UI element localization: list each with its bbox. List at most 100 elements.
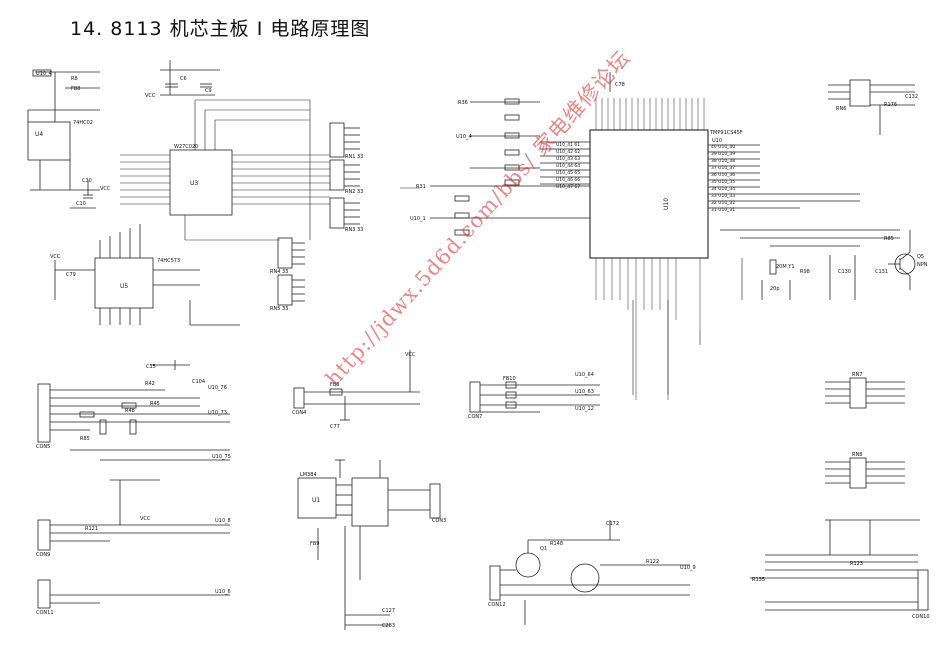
c79-label: C79 bbox=[66, 272, 76, 278]
resnet-group-top: RN1 33 RN2 33 RN3 33 RN4 33 RN5 33 bbox=[270, 122, 363, 312]
r176-label: R176 bbox=[884, 102, 897, 108]
r123-label: R123 bbox=[850, 561, 863, 567]
u10-block: TMP91CS45F U10 U10 bbox=[410, 72, 860, 400]
vcc-label-5: VCC bbox=[405, 352, 416, 358]
u10-body-ref: U10 bbox=[663, 198, 670, 210]
vcc-label-4: VCC bbox=[140, 516, 151, 522]
u10-8-label: U10_8 bbox=[215, 518, 231, 524]
vcc-label-1: VCC bbox=[100, 186, 111, 192]
vcc-label-3: VCC bbox=[50, 254, 61, 260]
c9-label: C9 bbox=[205, 88, 212, 94]
u10-pin: 38 U10_38 bbox=[711, 158, 735, 164]
r42-label: R42 bbox=[145, 381, 155, 387]
u10-pin: U10_42 62 bbox=[556, 149, 580, 155]
u10-pin: 35 U10_35 bbox=[711, 179, 735, 185]
u1-part: LM384 bbox=[300, 472, 317, 478]
r31-net: R31 bbox=[416, 184, 426, 190]
page-title: 14. 8113 机芯主板 I 电路原理图 bbox=[70, 18, 371, 40]
u10-75-label: U10_75 bbox=[212, 454, 231, 460]
u4-part: 74HC02 bbox=[73, 120, 93, 126]
u1-block: U1 LM384 CON3 C127 C283 FB9 bbox=[297, 459, 446, 630]
r148-label: R148 bbox=[550, 541, 563, 547]
u1-ref: U1 bbox=[312, 497, 320, 504]
u3-ref: U3 bbox=[190, 180, 198, 187]
u3-block: W27C020 U3 C6 C9 VCC bbox=[120, 60, 330, 241]
u10-12-label: U10_12 bbox=[575, 406, 594, 412]
u10-right-pins: 40 U10_40 39 U10_39 38 U10_38 37 U10_37 … bbox=[708, 144, 860, 213]
con10-label: CON10 bbox=[912, 614, 930, 620]
u10-pin: 31 U10_31 bbox=[711, 207, 735, 213]
q1-label: Q1 bbox=[540, 546, 547, 552]
con12-label: CON12 bbox=[488, 602, 506, 608]
c130-label: C130 bbox=[838, 269, 851, 275]
u10-63-label: U10_63 bbox=[575, 389, 594, 395]
c6-label: C6 bbox=[180, 76, 187, 82]
rn7-label: RN7 bbox=[852, 372, 862, 378]
fb10-label: FB10 bbox=[503, 376, 516, 382]
crystal-label: 20M Y1 bbox=[776, 264, 795, 270]
con3-label: CON3 bbox=[432, 518, 446, 524]
u10-pin: 36 U10_36 bbox=[711, 172, 735, 178]
r48-label: R48 bbox=[125, 408, 135, 414]
vcc-label-2: VCC bbox=[145, 93, 156, 99]
fb6-label: FB6 bbox=[330, 382, 340, 388]
rn6-block: RN6 R176 C132 bbox=[828, 79, 918, 135]
u10-pin: U10_46 66 bbox=[556, 177, 580, 183]
rn1-label: RN1 33 bbox=[345, 154, 363, 160]
u10-pin: U10_44 64 bbox=[556, 163, 580, 169]
con7-block: CON7 FB10 U10_64 U10_63 U10_12 bbox=[468, 372, 600, 420]
r85-right-label: R85 bbox=[884, 236, 894, 242]
rn7-rn8-block: RN7 RN8 bbox=[825, 372, 905, 489]
c15-label: C15 bbox=[146, 364, 156, 370]
u10-part: TMP91CS45F bbox=[709, 130, 743, 136]
con9-label: CON9 bbox=[36, 552, 50, 558]
u10-4-net: U10_4 bbox=[36, 71, 52, 77]
c283-label: C283 bbox=[382, 623, 395, 629]
con4-label: CON4 bbox=[292, 410, 306, 416]
con5-block: CON5 C15 R42 R45 R48 R85 C104 U10_76 U10… bbox=[36, 360, 231, 461]
c30-label: C30 bbox=[82, 178, 92, 184]
u10-73-label: U10_73 bbox=[208, 410, 227, 416]
crystal-q5-block: 20M Y1 20p R98 C130 C131 Q5 NPN R85 bbox=[720, 229, 928, 300]
fb8-label: FB8 bbox=[71, 86, 81, 92]
u10-pin: 40 U10_40 bbox=[711, 144, 735, 150]
rn4-label: RN4 33 bbox=[270, 269, 288, 275]
u10-64-label: U10_64 bbox=[575, 372, 594, 378]
u3-part: W27C020 bbox=[174, 144, 198, 150]
u10-pin: U10_41 61 bbox=[556, 142, 580, 148]
c127-label: C127 bbox=[382, 608, 395, 614]
rn8-label: RN8 bbox=[852, 452, 862, 458]
u10-76-label: U10_76 bbox=[208, 385, 227, 391]
misc-wiring bbox=[400, 187, 743, 395]
r135-net: R135 bbox=[752, 577, 765, 583]
c77-label: C77 bbox=[330, 424, 340, 430]
npn-label: NPN bbox=[917, 262, 928, 268]
r122-label: R122 bbox=[646, 559, 659, 565]
rn3-label: RN3 33 bbox=[345, 227, 363, 233]
u10-pin: 34 U10_34 bbox=[711, 186, 735, 192]
c104-label: C104 bbox=[192, 379, 205, 385]
r121-label: R121 bbox=[85, 526, 98, 532]
u10-9-label: U10_9 bbox=[680, 565, 696, 571]
rn6-label: RN6 bbox=[836, 106, 846, 112]
con10-block: CON10 R135 R123 bbox=[750, 519, 930, 620]
rn5-label: RN5 33 bbox=[270, 306, 288, 312]
u10-pin: 33 U10_33 bbox=[711, 193, 735, 199]
con11-label: CON11 bbox=[36, 610, 54, 616]
u10-pin: 32 U10_32 bbox=[711, 200, 735, 206]
c172-label: C172 bbox=[606, 521, 619, 527]
r85-label: R85 bbox=[80, 436, 90, 442]
con4-block: CON4 FB6 C77 VCC bbox=[292, 350, 420, 430]
u10-1-net: U10_1 bbox=[410, 216, 426, 222]
u10-pin: U10_45 65 bbox=[556, 170, 580, 176]
q5-label: Q5 bbox=[917, 254, 924, 260]
u10-pin: U10_47 67 bbox=[556, 184, 580, 190]
u10-6-label: U10_6 bbox=[215, 589, 231, 595]
u5-part: 74HC573 bbox=[157, 258, 180, 264]
u10-pin: 37 U10_37 bbox=[711, 165, 735, 171]
fb9-label: FB9 bbox=[310, 541, 320, 547]
con5-label: CON5 bbox=[36, 444, 50, 450]
c131-label: C131 bbox=[875, 269, 888, 275]
u4-block: U4 74HC02 R8 FB8 U10_4 C30 C10 VCC bbox=[27, 69, 111, 209]
